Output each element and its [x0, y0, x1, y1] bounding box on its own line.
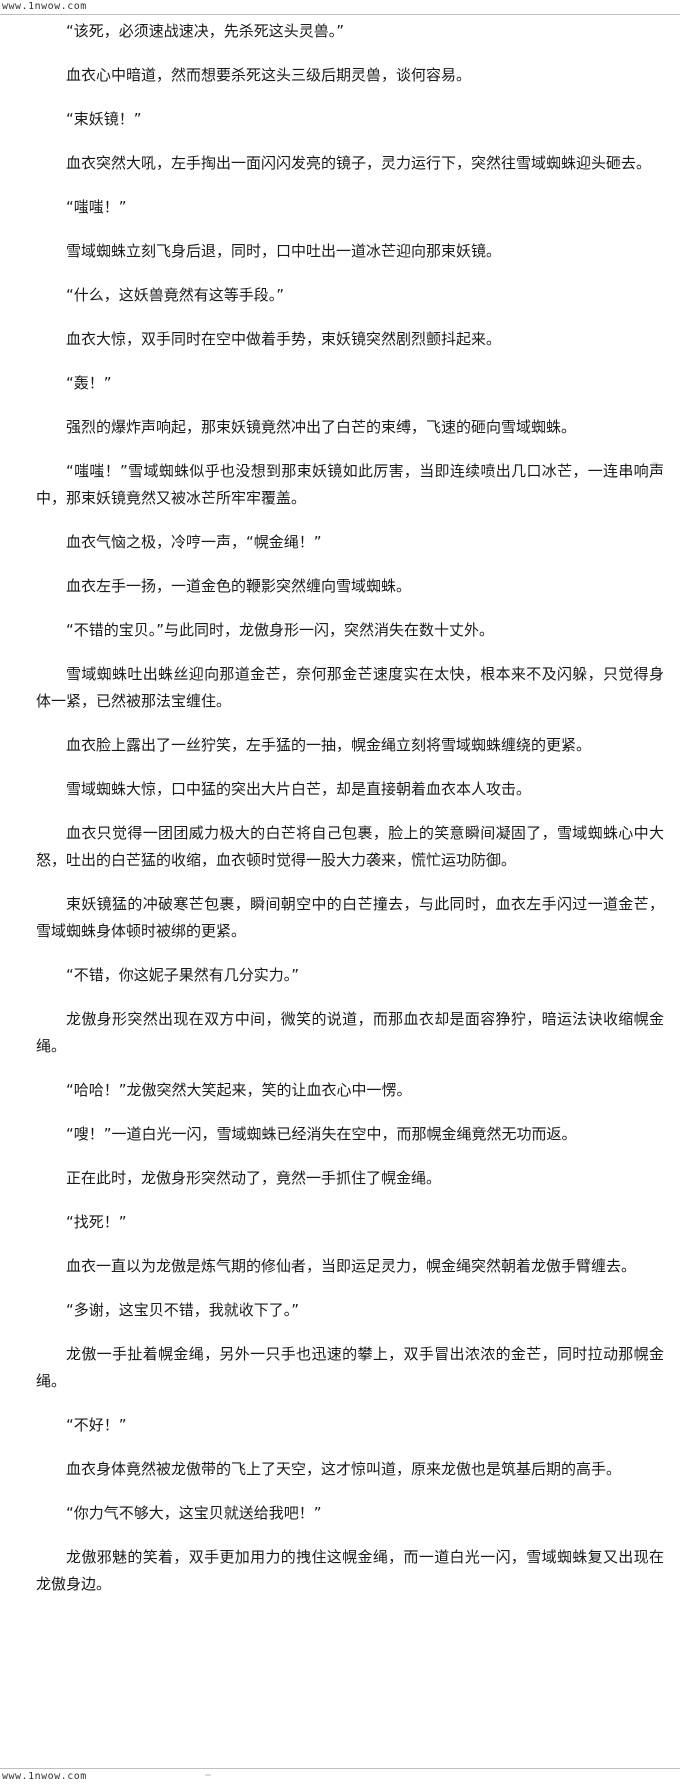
- paragraph: 血衣气恼之极，冷哼一声，“幌金绳！”: [66, 533, 322, 551]
- paragraph: 血衣身体竟然被龙傲带的飞上了天空，这才惊叫道，原来龙傲也是筑基后期的高手。: [66, 1460, 622, 1478]
- paragraph: 雪域蜘蛛吐出蛛丝迎向那道金芒，奈何那金芒速度实在太快，根本来不及闪躲，只觉得身体…: [36, 665, 664, 710]
- paragraph: “该死，必须速战速决，先杀死这头灵兽。”: [66, 22, 345, 40]
- paragraph: “不错，你这妮子果然有几分实力。”: [66, 966, 300, 984]
- paragraph: “多谢，这宝贝不错，我就收下了。”: [66, 1301, 300, 1319]
- paragraph: “嗤嗤！”: [66, 198, 127, 216]
- paragraph: 束妖镜猛的冲破寒芒包裹，瞬间朝空中的白芒撞去，与此同时，血衣左手闪过一道金芒，雪…: [36, 895, 664, 940]
- paragraph: 强烈的爆炸声响起，那束妖镜竟然冲出了白芒的束缚，飞速的砸向雪域蜘蛛。: [66, 418, 577, 436]
- paragraph: 血衣左手一扬，一道金色的鞭影突然缠向雪域蜘蛛。: [66, 577, 412, 595]
- paragraph: 血衣一直以为龙傲是炼气期的修仙者，当即运足灵力，幌金绳突然朝着龙傲手臂缠去。: [66, 1257, 637, 1275]
- paragraph: 雪域蜘蛛立刻飞身后退，同时，口中吐出一道冰芒迎向那束妖镜。: [66, 242, 502, 260]
- footer-divider: [0, 1768, 680, 1769]
- paragraph: “什么，这妖兽竟然有这等手段。”: [66, 286, 285, 304]
- paragraph: “不好！”: [66, 1416, 127, 1434]
- paragraph: 龙傲一手扯着幌金绳，另外一只手也迅速的攀上，双手冒出浓浓的金芒，同时拉动那幌金绳…: [36, 1345, 664, 1390]
- paragraph: 血衣大惊，双手同时在空中做着手势，束妖镜突然剧烈颤抖起来。: [66, 330, 502, 348]
- paragraph: “不错的宝贝。”与此同时，龙傲身形一闪，突然消失在数十丈外。: [66, 621, 495, 639]
- paragraph: 龙傲身形突然出现在双方中间，微笑的说道，而那血衣却是面容狰狞，暗运法诀收缩幌金绳…: [36, 1010, 664, 1055]
- paragraph: “嗤嗤！”雪域蜘蛛似乎也没想到那束妖镜如此厉害，当即连续喷出几口冰芒，一连串响声…: [36, 462, 664, 507]
- paragraph: 血衣心中暗道，然而想要杀死这头三级后期灵兽，谈何容易。: [66, 66, 472, 84]
- scan-speck: [240, 1305, 246, 1307]
- paragraph: 血衣突然大吼，左手掏出一面闪闪发亮的镜子，灵力运行下，突然往雪域蜘蛛迎头砸去。: [66, 154, 652, 172]
- scan-speck: [205, 1774, 211, 1776]
- paragraph: “轰！”: [66, 374, 112, 392]
- paragraph: “你力气不够大，这宝贝就送给我吧！”: [66, 1504, 322, 1522]
- scan-speck: [652, 462, 658, 464]
- paragraph: 雪域蜘蛛大惊，口中猛的突出大片白芒，却是直接朝着血衣本人攻击。: [66, 780, 532, 798]
- paragraph: 血衣只觉得一团团威力极大的白芒将自己包裹，脸上的笑意瞬间凝固了，雪域蜘蛛心中大怒…: [36, 824, 664, 869]
- paragraph: 血衣脸上露出了一丝狞笑，左手猛的一抽，幌金绳立刻将雪域蜘蛛缠绕的更紧。: [66, 736, 592, 754]
- paragraph: “找死！”: [66, 1213, 127, 1231]
- header-divider: [0, 14, 680, 15]
- watermark-top: www.1nwow.com: [2, 1, 87, 12]
- paragraph: “哈哈！”龙傲突然大笑起来，笑的让血衣心中一愣。: [66, 1081, 412, 1099]
- paragraph: 正在此时，龙傲身形突然动了，竟然一手抓住了幌金绳。: [66, 1169, 442, 1187]
- paragraph: “束妖镜！”: [66, 110, 142, 128]
- article-body: “该死，必须速战速决，先杀死这头灵兽。” 血衣心中暗道，然而想要杀死这头三级后期…: [36, 18, 664, 1615]
- paragraph: “嗖！”一道白光一闪，雪域蜘蛛已经消失在空中，而那幌金绳竟然无功而返。: [66, 1125, 577, 1143]
- paragraph: 龙傲邪魅的笑着，双手更加用力的拽住这幌金绳，而一道白光一闪，雪域蜘蛛复又出现在龙…: [36, 1548, 664, 1593]
- watermark-bottom: www.1nwow.com: [2, 1771, 87, 1782]
